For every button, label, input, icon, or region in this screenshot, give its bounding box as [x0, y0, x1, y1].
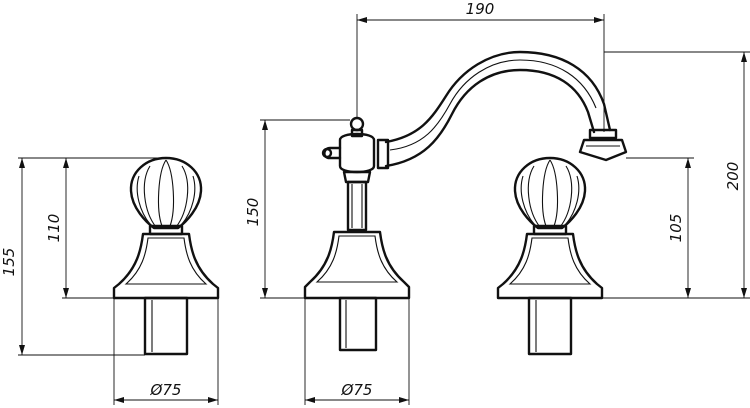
- center-bell-body: [303, 230, 411, 300]
- right-shank: [527, 296, 573, 356]
- center-shank: [338, 296, 378, 352]
- right-bell-body: [496, 232, 604, 300]
- right-crystal-knob: [513, 156, 587, 236]
- center-cap-knob: [349, 116, 365, 132]
- left-bell-body: [112, 232, 220, 300]
- right-handle-valve: [496, 156, 604, 356]
- dim-label-center-diameter: Ø75: [341, 381, 373, 399]
- left-crystal-knob: [129, 156, 203, 236]
- dim-label-left-total: 155: [0, 248, 18, 277]
- left-shank: [143, 296, 189, 356]
- dimension-labels: 155 110 150 190 200 105 Ø75 Ø75: [0, 0, 742, 399]
- center-spout-valve: [303, 50, 628, 352]
- spout-nozzle: [578, 128, 628, 162]
- dim-label-left-diameter: Ø75: [150, 381, 182, 399]
- left-handle-valve: [112, 156, 220, 356]
- dim-label-spout-reach: 190: [466, 0, 495, 18]
- dim-label-center-height: 150: [244, 198, 262, 227]
- dim-label-left-handle: 110: [45, 214, 63, 243]
- dimension-lines: [18, 14, 750, 405]
- dim-label-right-handle: 105: [667, 214, 685, 243]
- dim-label-right-total: 200: [724, 162, 742, 191]
- spout-tube: [384, 50, 612, 144]
